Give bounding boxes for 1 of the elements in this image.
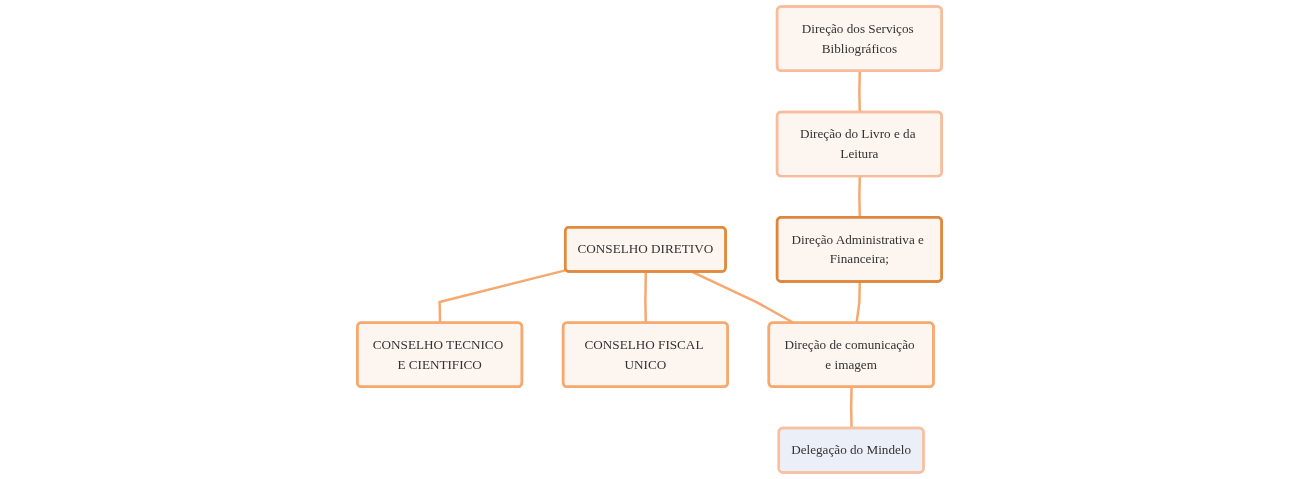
connector: [858, 176, 861, 218]
